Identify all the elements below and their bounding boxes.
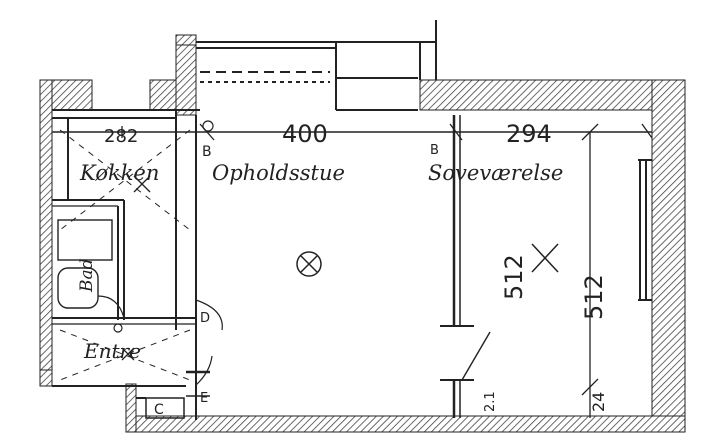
room-label-entry: Entre bbox=[83, 339, 141, 363]
wall-entry-left-lower bbox=[125, 383, 137, 433]
dim-bottom-small: 24 bbox=[589, 392, 608, 412]
room-label-kitchen: Køkken bbox=[79, 161, 159, 185]
dim-depth-b: 512 bbox=[580, 274, 608, 320]
room-label-bath: Bad bbox=[77, 258, 97, 293]
dim-door-note: 2.1 bbox=[483, 391, 498, 412]
wall-bottom-left bbox=[39, 369, 53, 387]
wall-bottom bbox=[125, 415, 686, 433]
room-label-bedroom: Soveværelse bbox=[428, 161, 563, 185]
socket-icon bbox=[113, 120, 214, 333]
mark-e: E bbox=[200, 391, 208, 406]
wall-bedroom-top bbox=[419, 79, 686, 111]
wall-right bbox=[651, 79, 686, 433]
wall-living-top bbox=[175, 34, 197, 46]
dim-living-width: 400 bbox=[282, 120, 328, 148]
mark-d: D bbox=[200, 311, 210, 326]
mark-b2: B bbox=[430, 143, 439, 158]
interior-lines bbox=[52, 20, 653, 420]
mark-c: C bbox=[154, 402, 164, 418]
wall-left-side bbox=[39, 79, 53, 386]
bedroom-light-x-icon bbox=[531, 243, 559, 273]
wall-living-left-top bbox=[175, 34, 197, 116]
kitchen-light-x-icon bbox=[133, 175, 151, 193]
dim-bedroom-width: 294 bbox=[506, 120, 552, 148]
dim-depth-a: 512 bbox=[500, 254, 528, 300]
ceiling-light-icon bbox=[296, 251, 322, 277]
room-label-living: Opholdsstue bbox=[212, 161, 345, 185]
entry-light-x-icon bbox=[121, 347, 135, 361]
exterior-walls bbox=[39, 34, 686, 433]
dim-kitchen-width: 282 bbox=[104, 126, 138, 147]
mark-b: B bbox=[202, 144, 212, 160]
